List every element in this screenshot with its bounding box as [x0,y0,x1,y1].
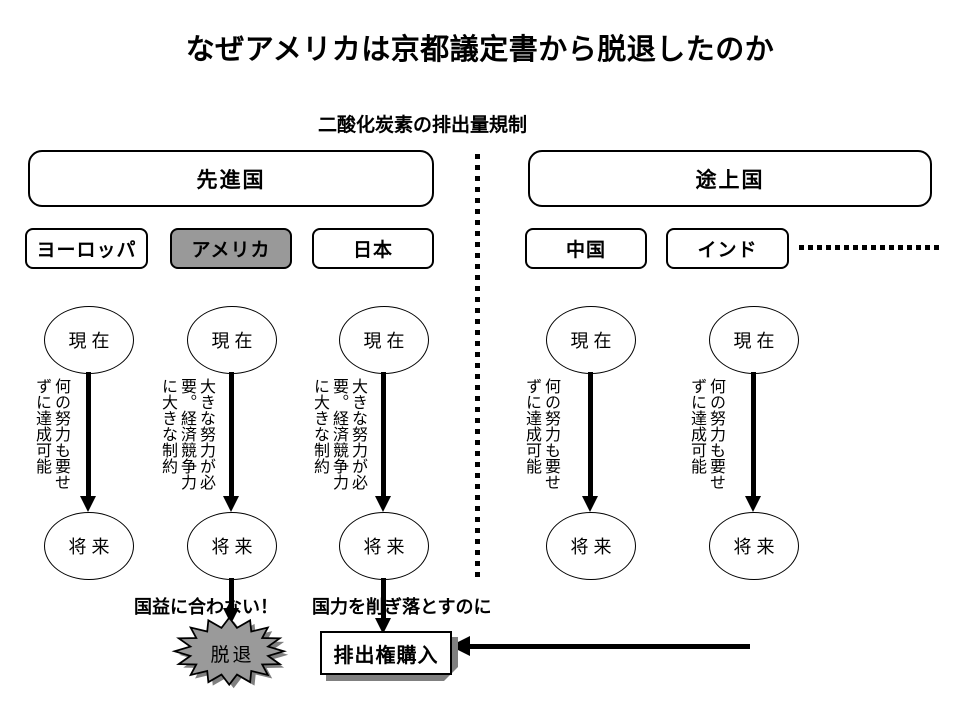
flow-arrowhead-japan [375,496,391,512]
country-chip-china: 中国 [525,228,647,269]
group-label-developing: 途上国 [695,168,765,192]
flow-arrowhead-europe [80,496,96,512]
future-ellipse-europe: 将来 [44,512,134,580]
future-ellipse-india: 将来 [709,512,799,580]
continuation-dotted-horizontal [799,245,939,250]
withdrawal-label: 脱退 [210,644,255,666]
effort-annotation-japan: 大きな努力が必要。経済競争力に大きな制約 [311,378,366,490]
future-ellipse-japan: 将来 [339,512,429,580]
flow-arrow-line-america [229,372,234,498]
flow-arrowhead-india [745,496,761,512]
present-ellipse-china: 現在 [546,306,636,374]
flow-arrow-line-japan [381,372,386,498]
country-chip-india: インド [666,228,789,269]
result-arrow-line-america [229,578,234,610]
purchase-label: 排出権購入 [333,644,439,667]
result-arrowhead-japan [375,618,391,634]
future-ellipse-china: 将来 [546,512,636,580]
emission-rights-purchase-box: 排出権購入 [320,631,452,675]
group-box-developing-countries: 途上国 [528,150,932,207]
withdrawal-starburst [171,616,289,689]
present-ellipse-japan: 現在 [339,306,429,374]
group-box-developed-countries: 先進国 [28,150,434,207]
effort-annotation-india: 何の努力も要せずに達成可能 [688,378,724,490]
caption-japan-national-strength: 国力を削ぎ落とすのに [312,597,492,617]
flow-arrow-line-india [751,372,756,498]
flow-arrow-line-europe [86,372,91,498]
divider-dotted-vertical [475,154,480,580]
present-ellipse-america: 現在 [187,306,277,374]
present-ellipse-europe: 現在 [44,306,134,374]
diagram-subtitle: 二酸化炭素の排出量規制 [318,115,528,136]
result-arrow-line-japan [381,578,386,620]
future-ellipse-america: 将来 [187,512,277,580]
purchase-arrow-line [470,644,750,649]
flow-arrow-line-china [588,372,593,498]
present-ellipse-india: 現在 [709,306,799,374]
starburst-shape [171,616,287,687]
effort-annotation-china: 何の努力も要せずに達成可能 [523,378,559,490]
group-label-developed: 先進国 [196,168,266,192]
caption-america-national-interest: 国益に合わない！ [134,597,278,617]
country-chip-japan: 日本 [312,228,434,269]
effort-annotation-america: 大きな努力が必要。経済競争力に大きな制約 [159,378,214,490]
flow-arrowhead-china [582,496,598,512]
page-title: なぜアメリカは京都議定書から脱退したのか [185,34,775,66]
flow-arrowhead-america [223,496,239,512]
effort-annotation-europe: 何の努力も要せずに達成可能 [33,378,69,490]
country-chip-america: アメリカ [170,228,292,269]
country-chip-europe: ヨーロッパ [25,228,148,269]
